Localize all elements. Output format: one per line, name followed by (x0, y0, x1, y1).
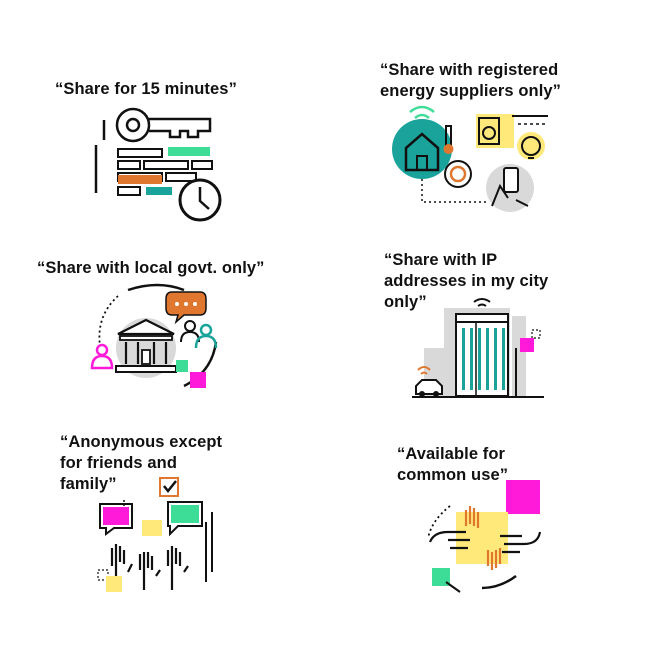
key-clock-icon (94, 107, 222, 222)
caption-available-common-use: “Available for common use” (397, 445, 509, 484)
caption-registered-energy-suppliers: “Share with registered energy suppliers … (380, 61, 562, 100)
caption-local-govt: “Share with local govt. only” (37, 259, 265, 277)
government-building-icon (90, 283, 218, 388)
caption-share-15-minutes: “Share for 15 minutes” (55, 80, 237, 98)
city-building-wifi-icon (412, 298, 544, 398)
smart-home-energy-icon (392, 105, 548, 212)
caption-anonymous-except-friends: “Anonymous except for friends and family… (60, 433, 223, 493)
caption-ip-addresses-city: “Share with IP addresses in my city only… (384, 251, 549, 311)
raised-hands-chat-icon (97, 477, 213, 592)
joined-hands-icon (427, 480, 542, 593)
